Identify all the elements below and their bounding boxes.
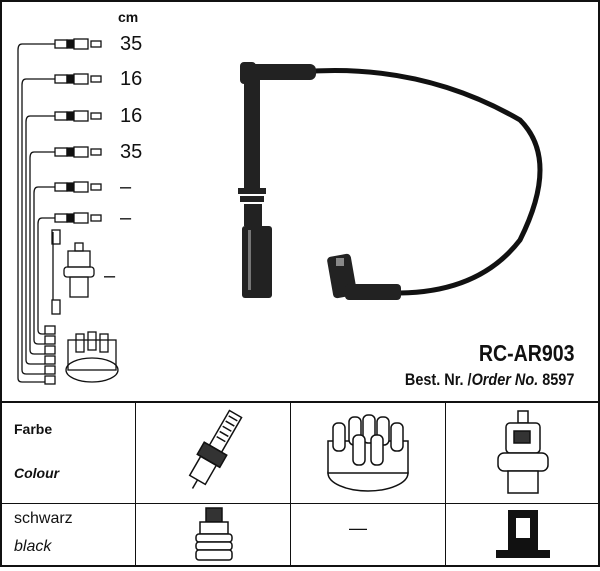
length-3: 16 xyxy=(120,105,143,127)
header-de: Farbe xyxy=(14,421,53,437)
spark-plug-boot-cell xyxy=(136,504,291,567)
cable-drawings xyxy=(17,38,543,385)
ignition-cable-illustration xyxy=(238,62,543,300)
order-label: Order No. xyxy=(471,370,538,389)
header-en: Colour xyxy=(14,465,60,481)
length-5: – xyxy=(120,176,132,198)
length-2: 16 xyxy=(120,68,143,90)
order-number: Best. Nr. /Order No. 8597 xyxy=(405,370,574,390)
spark-plug-cell xyxy=(136,403,291,504)
unit-label: cm xyxy=(118,9,139,25)
header-cell: Farbe Colour xyxy=(0,403,136,504)
distributor-cap-icon xyxy=(327,414,409,492)
connector-icons xyxy=(54,38,102,224)
coil-boot-icon xyxy=(496,510,550,558)
coil-cell xyxy=(446,403,600,504)
distributor-cap-icon xyxy=(65,331,119,383)
coil-lead-icon xyxy=(51,229,61,315)
distributor-boot-cell: — xyxy=(291,504,446,567)
spark-plug-boot-icon xyxy=(195,507,233,561)
length-1: 35 xyxy=(120,33,143,55)
coil-icon xyxy=(63,242,95,298)
order-prefix: Best. Nr. / xyxy=(404,370,472,389)
coil-length: – xyxy=(104,265,116,287)
distributor-cap-cell xyxy=(291,403,446,504)
order-value: 8597 xyxy=(541,370,574,389)
distributor-boot-value: — xyxy=(349,518,367,538)
color-cell: schwarz black xyxy=(0,504,136,567)
coil-boot-cell xyxy=(446,504,600,567)
lead-overview xyxy=(17,38,119,385)
color-de: schwarz xyxy=(14,510,73,527)
length-6: – xyxy=(120,207,132,229)
product-code: RC-AR903 xyxy=(478,340,574,366)
terminal-icons xyxy=(44,325,56,385)
color-en: black xyxy=(14,538,52,555)
cable-set-drawing: cm 35 16 16 35 – – – RC-AR903 Best. Nr. … xyxy=(0,9,600,403)
ignition-coil-icon xyxy=(497,410,549,494)
length-4: 35 xyxy=(120,141,143,163)
spark-plug-icon xyxy=(188,409,243,489)
